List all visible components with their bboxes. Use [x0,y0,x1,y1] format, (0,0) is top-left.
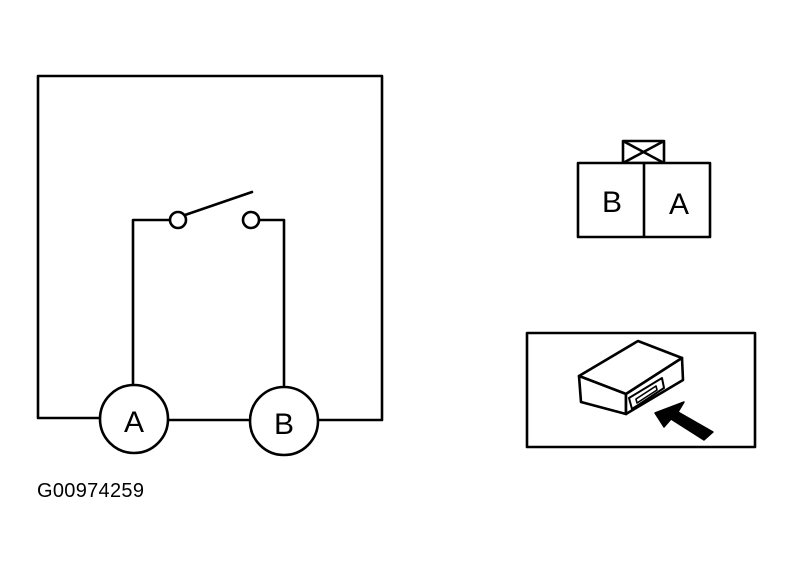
switch-left-wire [131,218,172,387]
arrow-icon [654,401,714,441]
outer-loop-wire [36,74,384,422]
connector-socket-inner [635,385,658,404]
terminal-b-circle [248,385,320,457]
cavity-a-label: A [669,188,689,221]
cavity-b-label: B [602,186,622,219]
figure-id: G00974259 [37,480,145,502]
switch-right-wire [257,218,286,387]
connector-inset [525,331,757,449]
switch-schematic [36,74,384,457]
switch-contact-right [241,210,261,230]
switch-contact-left [168,210,188,230]
locking-tab-cross-2 [622,139,665,165]
terminal-b-label: B [274,408,294,441]
terminal-a-circle [98,383,170,455]
switch-lever [183,190,254,217]
terminal-a-label: A [124,406,144,439]
connector-face-view [576,139,712,239]
